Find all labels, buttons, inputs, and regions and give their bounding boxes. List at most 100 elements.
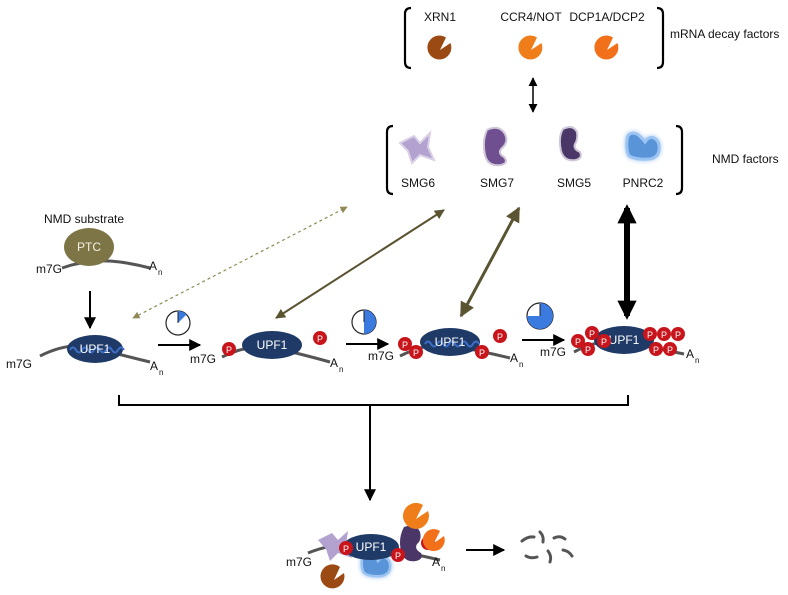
phospho-p-badge <box>409 345 423 359</box>
phospho-p-label: P <box>343 544 349 554</box>
timer-2-fill <box>364 310 376 334</box>
phospho-p-badge <box>581 342 595 356</box>
phospho-p-label: P <box>589 329 595 339</box>
upf1-label-1: UPF1 <box>80 342 111 356</box>
phospho-p-group-2: P P <box>222 331 327 356</box>
upf1-helicase-wave-1 <box>69 346 125 354</box>
pacman-dcp-icon <box>594 35 619 60</box>
phospho-p-label: P <box>402 340 408 350</box>
phospho-p-group-3: P P P P <box>398 329 507 359</box>
phospho-p-badge <box>671 327 685 341</box>
pacman-ccr4-icon <box>518 35 543 60</box>
nmd-factor-label-smg5: SMG5 <box>557 176 591 190</box>
stage2-tail-label: A <box>330 356 338 370</box>
stage3-tail-label: A <box>510 351 518 365</box>
phospho-p-label: P <box>675 330 681 340</box>
final-dcp-icon <box>422 529 445 552</box>
final-ccr4-icon <box>402 502 429 529</box>
stage1-tail-label: A <box>150 359 158 373</box>
smg7-shape-icon <box>482 126 508 167</box>
nmd-factors-title: NMD factors <box>712 152 779 166</box>
nmd-factors-group: SMG6 SMG7 SMG5 PNRC2 NMD factors <box>385 124 779 196</box>
phospho-p-label: P <box>575 337 581 347</box>
upf1-label-2: UPF1 <box>257 338 288 352</box>
timer-3 <box>526 302 554 330</box>
phospho-p-badge <box>657 327 671 341</box>
substrate-title: NMD substrate <box>44 212 124 226</box>
phospho-p-label: P <box>667 345 673 355</box>
phospho-p-badge <box>643 327 657 341</box>
phospho-p-badge <box>493 329 507 343</box>
phospho-p-label: P <box>653 345 659 355</box>
stage3-cap-label: m7G <box>368 349 394 363</box>
smg6-interaction-arrow <box>275 209 445 319</box>
final-tail-label: A <box>432 555 440 569</box>
stage1-cap-label: m7G <box>6 357 32 371</box>
decay-bracket-right <box>656 6 665 70</box>
nmd-factor-label-smg7: SMG7 <box>480 176 514 190</box>
nmd-factor-label-pnrc2: PNRC2 <box>623 176 664 190</box>
phospho-p-badge <box>475 345 489 359</box>
upf1-stage-3: UPF1 P P P P m7G A n <box>368 328 523 369</box>
phospho-p-badge <box>663 342 677 356</box>
weak-interaction-arrow <box>132 206 348 319</box>
phospho-p-label: P <box>661 330 667 340</box>
decay-factor-label-xrn1: XRN1 <box>424 10 456 24</box>
substrate-tail-label: A <box>149 259 157 273</box>
upf1-protein-4 <box>594 326 654 354</box>
timer-1 <box>165 310 191 336</box>
phospho-p-label: P <box>585 345 591 355</box>
upf1-helicase-wave-3 <box>424 340 480 348</box>
mrna-fragment <box>524 554 539 560</box>
nmd-bracket-left <box>385 124 394 196</box>
upf1-label-3: UPF1 <box>435 335 466 349</box>
stage3-tail-sub: n <box>519 360 523 369</box>
substrate-cap-label: m7G <box>36 262 62 276</box>
ptc-label: PTC <box>77 240 101 254</box>
phospho-p-label: P <box>413 348 419 358</box>
stage4-tail-sub: n <box>695 356 699 365</box>
phospho-p-label: P <box>395 551 401 561</box>
nmd-factor-label-smg6: SMG6 <box>401 176 435 190</box>
phospho-p-badge <box>398 337 412 351</box>
mrna-fragment <box>546 549 553 564</box>
smg5-shape-icon <box>558 126 582 162</box>
timer-2 <box>351 309 377 335</box>
stage4-cap-label: m7G <box>540 345 566 359</box>
final-tail-sub: n <box>441 564 445 573</box>
mrna-fragment <box>552 535 567 541</box>
mrna-fragment <box>561 548 574 558</box>
phospho-p-badge <box>222 342 236 356</box>
mrna-fragment <box>538 530 545 544</box>
substrate-tail-sub: n <box>158 268 162 277</box>
decay-factors-title: mRNA decay factors <box>670 27 779 41</box>
pacman-xrn1-icon <box>427 35 452 60</box>
convergence-bracket <box>118 395 629 406</box>
final-cap-label: m7G <box>286 555 312 569</box>
phospho-p-label: P <box>647 330 653 340</box>
phospho-p-badge <box>597 334 611 348</box>
phospho-p-badge <box>391 548 405 562</box>
phospho-p-badge <box>313 331 327 345</box>
degraded-mrna-fragments <box>520 530 574 564</box>
stage4-tail-label: A <box>686 347 694 361</box>
timer-1-fill <box>178 310 187 323</box>
upf1-stage-4: UPF1 P P P P P P P P P m7G A n <box>540 326 699 365</box>
stage1-tail-sub: n <box>159 368 163 377</box>
upf1-stage-1: UPF1 m7G A n <box>6 335 163 377</box>
phospho-p-label: P <box>479 348 485 358</box>
phospho-p-label: P <box>226 345 232 355</box>
smg7-interaction-arrow <box>459 206 521 318</box>
decay-factor-label-dcp: DCP1A/DCP2 <box>569 10 645 24</box>
ptc-ribosome <box>64 228 114 266</box>
nmd-substrate: NMD substrate PTC m7G A n <box>36 212 162 277</box>
pnrc2-shape-icon <box>625 131 661 161</box>
phospho-p-badge <box>649 342 663 356</box>
phospho-p-badge <box>571 334 585 348</box>
decay-bracket-left <box>403 6 412 70</box>
final-decay-complex: UPF1 P P P m7G A n <box>286 502 445 589</box>
phospho-p-label: P <box>601 337 607 347</box>
stage2-cap-label: m7G <box>190 352 216 366</box>
final-xrn1-icon <box>320 564 345 589</box>
